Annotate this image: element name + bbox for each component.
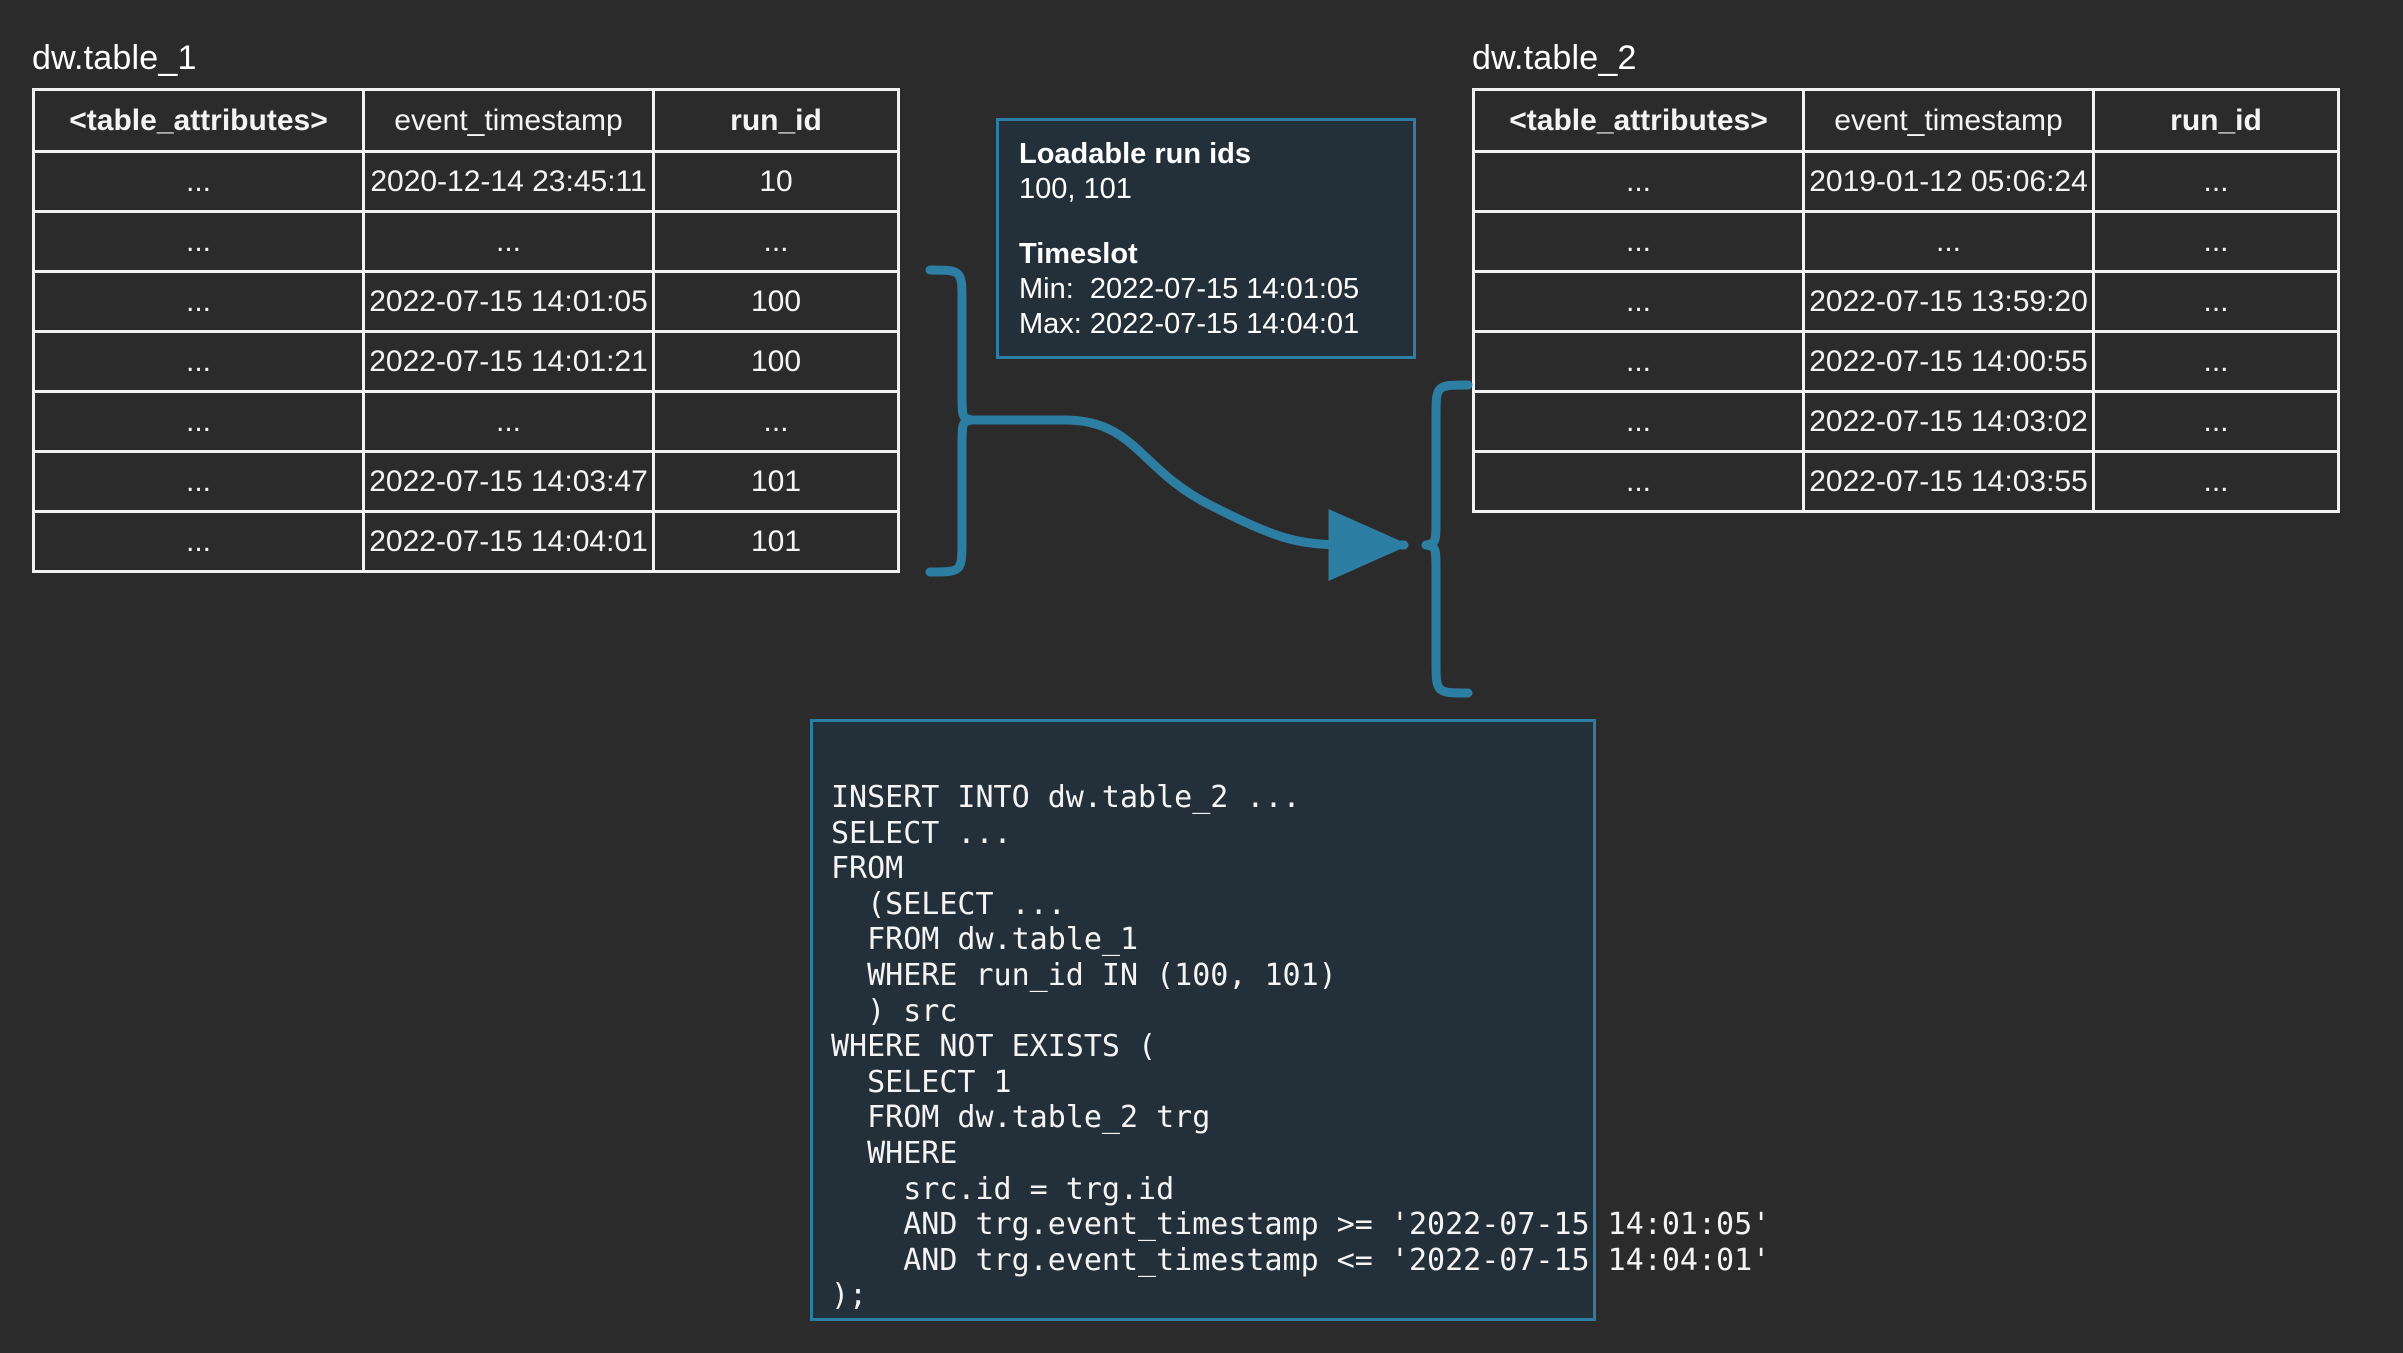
- table-cell: ...: [654, 392, 899, 452]
- column-header-event-timestamp: event_timestamp: [364, 90, 654, 152]
- table-cell: 2022-07-15 14:03:47: [364, 452, 654, 512]
- column-header-table-attributes: <table_attributes>: [1474, 90, 1804, 152]
- source-to-target-arrow: [975, 420, 1404, 545]
- table-cell: ...: [2094, 272, 2339, 332]
- column-header-table-attributes: <table_attributes>: [34, 90, 364, 152]
- table-cell: ...: [364, 212, 654, 272]
- loadable-run-ids-value: 100, 101: [1019, 172, 1393, 207]
- table-cell: 100: [654, 272, 899, 332]
- table-cell: 2022-07-15 14:01:21: [364, 332, 654, 392]
- table-row: .........: [34, 212, 899, 272]
- table-row: .........: [34, 392, 899, 452]
- table-cell: ...: [1474, 452, 1804, 512]
- table-cell: 101: [654, 512, 899, 572]
- table-cell: 2022-07-15 14:03:55: [1804, 452, 2094, 512]
- table-row: ...2022-07-15 14:04:01101: [34, 512, 899, 572]
- source-rows-brace: [930, 270, 972, 572]
- table-header-row: <table_attributes> event_timestamp run_i…: [34, 90, 899, 152]
- table-cell: ...: [2094, 332, 2339, 392]
- table-cell: 10: [654, 152, 899, 212]
- table-row: ...2020-12-14 23:45:1110: [34, 152, 899, 212]
- table-header-row: <table_attributes> event_timestamp run_i…: [1474, 90, 2339, 152]
- table-cell: ...: [34, 212, 364, 272]
- table-row: ...2022-07-15 14:03:55...: [1474, 452, 2339, 512]
- table-cell: ...: [2094, 152, 2339, 212]
- table-cell: 2022-07-15 14:01:05: [364, 272, 654, 332]
- timeslot-min: Min: 2022-07-15 14:01:05: [1019, 272, 1393, 307]
- table-cell: 2020-12-14 23:45:11: [364, 152, 654, 212]
- table-cell: ...: [34, 272, 364, 332]
- table-cell: ...: [34, 332, 364, 392]
- column-header-event-timestamp: event_timestamp: [1804, 90, 2094, 152]
- table-row: ...2022-07-15 14:03:02...: [1474, 392, 2339, 452]
- target-table: <table_attributes> event_timestamp run_i…: [1472, 88, 2340, 513]
- loadable-runs-info-card: Loadable run ids 100, 101 Timeslot Min: …: [996, 118, 1416, 359]
- target-table-caption: dw.table_2: [1472, 38, 2340, 78]
- table-cell: ...: [1474, 392, 1804, 452]
- source-table-block: dw.table_1 <table_attributes> event_time…: [32, 38, 900, 573]
- card-spacer: [1019, 207, 1393, 237]
- table-cell: 101: [654, 452, 899, 512]
- table-cell: 2022-07-15 13:59:20: [1804, 272, 2094, 332]
- table-cell: ...: [1474, 272, 1804, 332]
- table-cell: 2022-07-15 14:04:01: [364, 512, 654, 572]
- table-row: ...2022-07-15 13:59:20...: [1474, 272, 2339, 332]
- table-cell: ...: [2094, 212, 2339, 272]
- sql-statement-text: INSERT INTO dw.table_2 ... SELECT ... FR…: [831, 780, 1593, 1314]
- loadable-run-ids-title: Loadable run ids: [1019, 137, 1393, 172]
- table-cell: ...: [1474, 152, 1804, 212]
- table-cell: ...: [654, 212, 899, 272]
- table-cell: 2022-07-15 14:03:02: [1804, 392, 2094, 452]
- table-cell: ...: [34, 452, 364, 512]
- table-cell: 2019-01-12 05:06:24: [1804, 152, 2094, 212]
- table-cell: 2022-07-15 14:00:55: [1804, 332, 2094, 392]
- source-table: <table_attributes> event_timestamp run_i…: [32, 88, 900, 573]
- table-cell: ...: [364, 392, 654, 452]
- table-cell: ...: [1474, 212, 1804, 272]
- column-header-run-id: run_id: [654, 90, 899, 152]
- table-row: ...2022-07-15 14:00:55...: [1474, 332, 2339, 392]
- sql-statement-card: INSERT INTO dw.table_2 ... SELECT ... FR…: [810, 719, 1596, 1321]
- table-row: ...2019-01-12 05:06:24...: [1474, 152, 2339, 212]
- table-cell: ...: [34, 512, 364, 572]
- column-header-run-id: run_id: [2094, 90, 2339, 152]
- source-table-caption: dw.table_1: [32, 38, 900, 78]
- table-row: ...2022-07-15 14:01:05100: [34, 272, 899, 332]
- target-rows-brace: [1426, 385, 1468, 693]
- timeslot-max: Max: 2022-07-15 14:04:01: [1019, 307, 1393, 342]
- timeslot-title: Timeslot: [1019, 237, 1393, 272]
- table-cell: 100: [654, 332, 899, 392]
- target-table-block: dw.table_2 <table_attributes> event_time…: [1472, 38, 2340, 513]
- table-cell: ...: [1804, 212, 2094, 272]
- table-cell: ...: [34, 152, 364, 212]
- table-cell: ...: [1474, 332, 1804, 392]
- table-cell: ...: [2094, 392, 2339, 452]
- table-row: ...2022-07-15 14:03:47101: [34, 452, 899, 512]
- table-row: .........: [1474, 212, 2339, 272]
- table-row: ...2022-07-15 14:01:21100: [34, 332, 899, 392]
- table-cell: ...: [2094, 452, 2339, 512]
- table-cell: ...: [34, 392, 364, 452]
